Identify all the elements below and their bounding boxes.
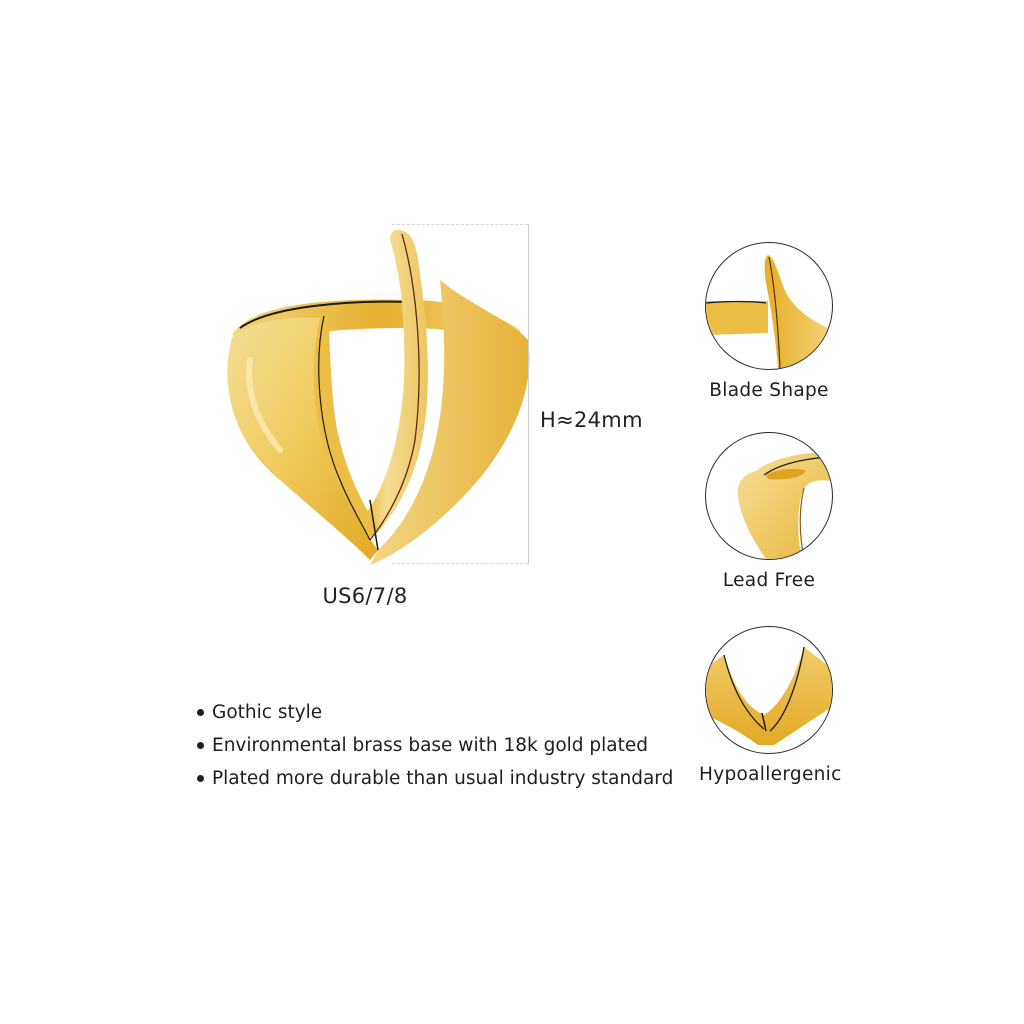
badge-label: Blade Shape [709,380,829,401]
ring-product-image [210,220,540,580]
v-point-detail-icon [705,626,833,754]
bullet-icon [197,709,204,716]
size-label: US6/7/8 [322,584,408,608]
badge-label: Lead Free [722,570,816,591]
bullet-icon [197,742,204,749]
measurement-line-vertical [528,224,529,564]
feature-text: Environmental brass base with 18k gold p… [212,735,648,756]
measurement-line-bottom [392,563,528,564]
feature-text: Gothic style [212,702,323,723]
blade-detail-icon [705,242,833,370]
measurement-line-top [392,224,528,225]
shoulder-detail-icon [705,432,833,560]
bullet-icon [197,775,204,782]
feature-item: Gothic style [197,696,673,729]
feature-item: Environmental brass base with 18k gold p… [197,729,673,762]
feature-list: Gothic style Environmental brass base wi… [197,696,673,795]
feature-item: Plated more durable than usual industry … [197,762,673,795]
feature-text: Plated more durable than usual industry … [212,768,674,789]
height-label: H≈24mm [540,408,643,432]
badge-label: Hypoallergenic [699,764,842,785]
badge-lead-free: Lead Free [699,432,839,591]
badge-blade-shape: Blade Shape [699,242,839,401]
badge-hypoallergenic: Hypoallergenic [699,626,842,785]
